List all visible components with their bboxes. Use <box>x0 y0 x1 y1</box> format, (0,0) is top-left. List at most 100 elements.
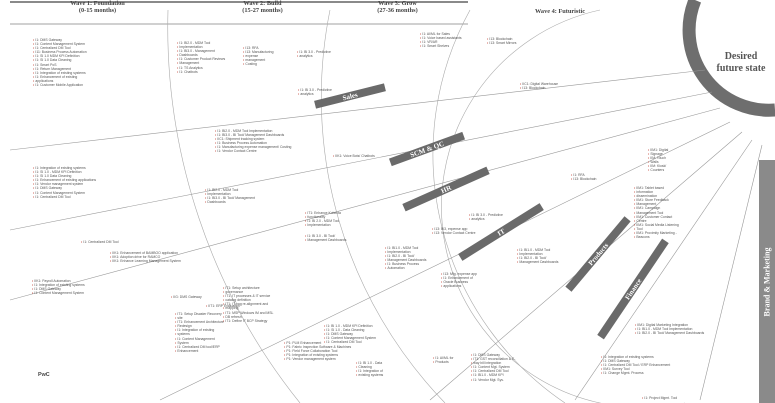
initiative-block: I1: BI 3.0 - Predictiveanalytics <box>297 50 330 58</box>
spoke-bar: HR <box>402 166 490 212</box>
initiative-item: I1: Return Management <box>33 67 87 71</box>
initiative-item: Centre <box>634 219 679 223</box>
initiative-item: IIM: Touch <box>648 156 668 160</box>
initiative-item: Implementation <box>305 223 341 227</box>
initiative-item: Implementation <box>205 192 255 196</box>
initiative-item: I1: Centralized DM Tool <box>33 46 87 50</box>
initiative-item: IIM1: Proximity Marketing - <box>634 231 679 235</box>
initiative-item: I1: Vendor Contact Centre <box>215 149 291 153</box>
initiative-item: I1: BI1.0 - MDM Tool Implementation <box>635 327 704 331</box>
initiative-item: IT1: Setup architecture <box>223 286 273 290</box>
wave-title: Wave 4: Futuristic <box>534 8 586 15</box>
initiative-block: I1: Project Mgmt. Tool <box>642 396 677 400</box>
desired-state-line: future state <box>716 62 766 74</box>
initiative-item: systems <box>175 332 224 336</box>
spoke-ray-brand <box>699 144 763 401</box>
initiative-item: Tool <box>634 227 679 231</box>
initiative-item: IT1: Enhancement Architecture <box>175 320 224 324</box>
initiative-item: I1: Project Mgmt. Tool <box>642 396 677 400</box>
initiative-block: I1: BI2.0 - MDM ToolImplementationI1: BI… <box>205 188 255 204</box>
initiative-item: I1: SI 1.0 Data Cleaning <box>33 58 87 62</box>
initiative-block: I1: Integration of existing systemsI1: S… <box>33 166 96 199</box>
initiative-item: IIM: Kiosk/ <box>648 164 668 168</box>
initiative-item: IIM1: Tablet based <box>634 186 679 190</box>
initiative-item: Implementation <box>177 45 225 49</box>
spoke-bar: SCM & QC <box>388 131 466 167</box>
spoke-ray-sales <box>9 69 706 151</box>
initiative-item: I1: Integration of existing systems <box>33 71 87 75</box>
spoke-bar-fill <box>597 238 669 340</box>
initiative-block: IIG: DMS Gateway <box>171 295 201 299</box>
initiative-item: IT1: IT processes & IT service <box>223 294 273 298</box>
initiative-item: IIM1: Customer Contact <box>634 215 679 219</box>
initiative-item: I1: BI 1.0 - MDM KPI Definition <box>324 324 376 328</box>
initiative-item: IIM1: Social Media Listening <box>634 223 678 227</box>
initiative-item: IIM1: Digital Marketing Integration <box>635 323 704 327</box>
spoke-label: SCM & QC <box>409 140 445 160</box>
initiative-item: Enhancement <box>175 349 224 353</box>
initiative-item: Redesign <box>175 324 224 328</box>
desired-state-arc <box>682 0 775 117</box>
initiative-item: Management Tool <box>634 211 679 215</box>
wave-header-3: Wave 3: Grow (27-36 months) <box>350 0 445 14</box>
initiative-block: IT1: Setup architecturegovernanceIT1: IT… <box>223 286 273 323</box>
initiative-block: IIK1: Voice Bots/ Chatbots <box>333 154 374 158</box>
spoke-bar-fill <box>458 203 544 261</box>
initiative-item: I1: Customer Mobile Application <box>33 83 87 87</box>
initiative-item: I1: DMS Gateway <box>601 359 670 363</box>
initiative-item: I1: Integration of existing systems <box>33 166 96 170</box>
initiative-block: I1: DMS GatewayI1: Content Management Sy… <box>33 38 87 87</box>
initiative-item: analytics <box>469 217 503 221</box>
initiative-item: analytics <box>298 92 332 96</box>
initiative-item: I1: Manufacturing expense management/ Co… <box>215 145 291 149</box>
initiative-item: IT1: Enhance Kubecta <box>305 211 341 215</box>
initiative-item: I1: BI1.0 - MDM KPI <box>471 373 515 377</box>
spoke-bar: Sales <box>314 83 386 109</box>
initiative-item: I1: BI2.0 - BI Tool/ <box>385 254 426 258</box>
initiative-item: I1: DMS Gateway <box>33 38 87 42</box>
initiative-block: I1: AI/ML for SalesI1: Voice based assis… <box>420 32 461 48</box>
initiative-item: I13: BI3, expense app <box>432 227 475 231</box>
wave-period: (15-27 months) <box>242 7 283 14</box>
spoke-bar-fill <box>402 166 490 212</box>
spoke-ray-it <box>159 121 731 401</box>
initiative-item: I1: Content Management System <box>33 42 87 46</box>
initiative-item: I1: BI 3.0 - Predictive <box>298 88 331 92</box>
initiative-item: I1: Vendor management system <box>33 182 96 186</box>
initiative-item: I1: BI 3.0 - Predictive <box>297 50 330 54</box>
initiative-item: P1: PLM Enhancement <box>284 341 351 345</box>
initiative-item: I1: Enhancement of existing <box>33 75 87 79</box>
initiative-item: Management Dashboards <box>517 260 558 264</box>
spoke-ray-scm <box>9 91 713 231</box>
initiative-item: IIG: DMS Gateway <box>171 295 201 299</box>
initiative-item: I1: Integration of <box>356 369 383 373</box>
initiative-item: IIK1: Payroll Automation <box>32 279 85 283</box>
wave-title: Wave 1: Foundation <box>70 0 125 7</box>
initiative-item: catalog definition <box>223 298 273 302</box>
spoke-label: Products <box>587 241 610 267</box>
initiative-block: I13: RFAI13: Manufacturingexpensemanagem… <box>243 46 273 66</box>
initiative-item: DB refresh <box>223 315 273 319</box>
wave-arc-3 <box>432 9 566 403</box>
initiative-item: I1: Integration of existing systems <box>601 355 670 359</box>
spoke-label: HR <box>440 183 454 195</box>
initiative-item: I1: SI 1.0 - Data Cleaning <box>324 328 376 332</box>
initiative-item: I1: DMS Gateway <box>32 287 85 291</box>
wave-header-2: Wave 2: Build (15-27 months) <box>210 0 315 14</box>
brand-marketing-bar: Brand & Marketing <box>759 160 775 403</box>
initiative-item: I1: SI 1.0 MDM KPI Definition <box>33 54 87 58</box>
initiative-block: I1: BI1.0 - MDM ToolImplementationI1: BI… <box>385 246 426 271</box>
initiative-item: I1: Content Management System <box>32 291 85 295</box>
initiative-item: IIK1: Enhancement of BAMBOO application <box>110 251 181 255</box>
initiative-item: Management Dashboards <box>385 258 426 262</box>
initiative-item: Automation <box>385 266 426 270</box>
initiative-item: IIM1: Campaign <box>634 206 679 210</box>
initiative-item: applications <box>33 79 87 83</box>
initiative-item: I1: Change Mgmt. Process <box>601 371 670 375</box>
initiative-item: I1: Centralized DM Tool <box>471 369 515 373</box>
initiative-item: P1: Integration of existing systems <box>284 353 351 357</box>
initiative-item: IT1: MSP Windows IM and MSL <box>223 311 273 315</box>
initiative-item: I1: Enhancement of existing applications <box>33 178 96 182</box>
initiative-block: IIM1: DigitalSignageIIM: TouchWallsIIM: … <box>648 148 668 173</box>
